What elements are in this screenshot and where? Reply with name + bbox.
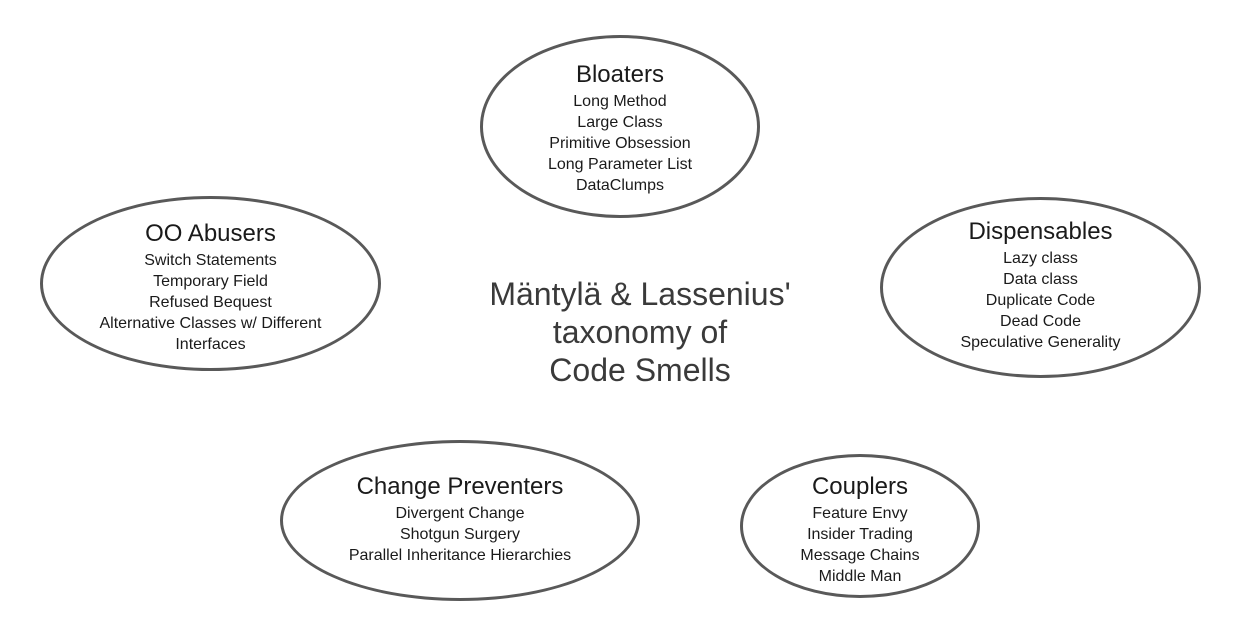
category-bubble-dispensables: Dispensables Lazy class Data class Dupli… bbox=[880, 197, 1201, 378]
smell-item: Speculative Generality bbox=[960, 334, 1121, 351]
smell-list: Divergent Change Shotgun Surgery Paralle… bbox=[349, 503, 571, 566]
smell-list: Feature Envy Insider Trading Message Cha… bbox=[800, 503, 919, 587]
smell-item: Long Parameter List bbox=[547, 156, 693, 173]
category-title: Bloaters bbox=[575, 61, 665, 88]
smell-item: Refused Bequest bbox=[149, 294, 272, 311]
smell-item: Alternative Classes w/ Different bbox=[99, 315, 322, 332]
smell-item: Parallel Inheritance Hierarchies bbox=[348, 547, 572, 564]
smell-item: Interfaces bbox=[175, 336, 246, 353]
category-bubble-change-preventers: Change Preventers Divergent Change Shotg… bbox=[280, 440, 640, 601]
smell-item: Large Class bbox=[577, 114, 663, 131]
smell-item: Lazy class bbox=[1003, 250, 1078, 267]
smell-item: DataClumps bbox=[575, 177, 664, 194]
smell-item: Dead Code bbox=[1000, 313, 1081, 330]
smell-item: Insider Trading bbox=[807, 526, 913, 543]
smell-list: Long Method Large Class Primitive Obsess… bbox=[548, 91, 692, 196]
smell-item: Switch Statements bbox=[144, 252, 277, 269]
smell-item: Shotgun Surgery bbox=[399, 526, 521, 543]
category-title: OO Abusers bbox=[145, 220, 276, 247]
smell-item: Primitive Obsession bbox=[549, 135, 691, 152]
smell-item: Long Method bbox=[573, 93, 667, 110]
smell-item: Temporary Field bbox=[153, 273, 268, 290]
diagram-title: Mäntylä & Lassenius' taxonomy of Code Sm… bbox=[440, 275, 840, 389]
smell-list: Switch Statements Temporary Field Refuse… bbox=[99, 250, 321, 355]
category-title: Change Preventers bbox=[356, 473, 564, 500]
smell-item: Middle Man bbox=[818, 568, 902, 585]
smell-item: Feature Envy bbox=[812, 505, 908, 522]
category-bubble-couplers: Couplers Feature Envy Insider Trading Me… bbox=[740, 454, 980, 598]
diagram-title-line: taxonomy of bbox=[552, 314, 728, 350]
diagram-title-line: Code Smells bbox=[549, 352, 731, 388]
category-title: Dispensables bbox=[968, 218, 1113, 245]
smell-list: Lazy class Data class Duplicate Code Dea… bbox=[960, 248, 1120, 353]
category-title: Couplers bbox=[811, 473, 909, 500]
category-bubble-bloaters: Bloaters Long Method Large Class Primiti… bbox=[480, 35, 760, 218]
smell-item: Divergent Change bbox=[395, 505, 525, 522]
smell-item: Duplicate Code bbox=[985, 292, 1096, 309]
smell-item: Message Chains bbox=[800, 547, 920, 564]
diagram-title-line: Mäntylä & Lassenius' bbox=[489, 276, 791, 312]
category-bubble-oo-abusers: OO Abusers Switch Statements Temporary F… bbox=[40, 196, 381, 371]
smell-item: Data class bbox=[1003, 271, 1078, 288]
